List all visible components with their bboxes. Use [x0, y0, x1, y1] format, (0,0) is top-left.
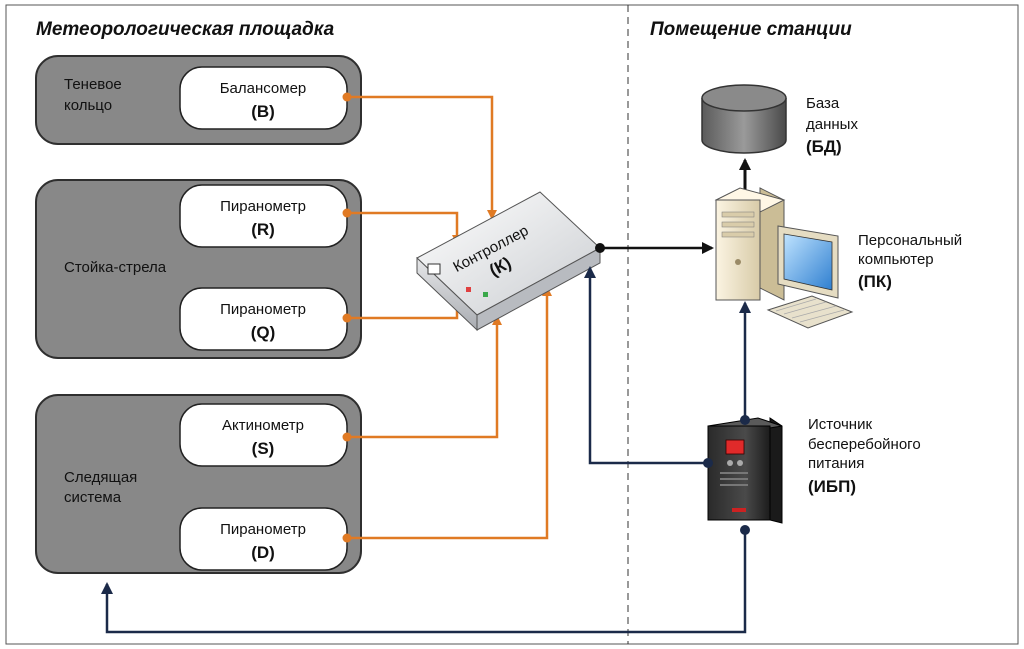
sensor-code: (B) — [251, 102, 275, 121]
pc-label-line2: компьютер — [858, 251, 934, 268]
controller: Контроллер (К) — [416, 191, 601, 332]
ups-label-line2: бесперебойного — [808, 436, 921, 453]
sensor-name: Пиранометр — [220, 198, 306, 215]
controller-led-red — [466, 287, 471, 292]
db-label-line2: данных — [806, 116, 858, 133]
group-label-rack: Стойка-стрела — [64, 259, 167, 276]
controller-side — [476, 247, 601, 331]
sensor-name: Пиранометр — [220, 521, 306, 538]
database-icon — [701, 84, 787, 154]
data-link-controller-pc — [595, 242, 714, 254]
sensor-code: (R) — [251, 220, 275, 239]
sensor-code: (Q) — [251, 323, 276, 342]
sensor-code: (S) — [252, 439, 275, 458]
zone-title-right: Помещение станции — [650, 19, 852, 40]
sensor-R: Пиранометр (R) — [179, 184, 348, 248]
db-label-line1: База — [806, 95, 840, 112]
ups-label-line1: Источник — [808, 416, 872, 433]
link-Q-to-controller — [347, 294, 462, 320]
ups-icon — [707, 417, 783, 524]
power-links — [101, 266, 751, 634]
sensor-links — [347, 95, 552, 540]
outer-frame — [5, 4, 1019, 645]
sensor-name: Актинометр — [222, 417, 304, 434]
controller-led-green — [483, 292, 488, 297]
sensor-code: (D) — [251, 543, 275, 562]
sensor-S: Актинометр (S) — [179, 403, 348, 467]
ups-display — [725, 439, 745, 455]
link-D-to-controller — [347, 286, 552, 540]
sensor-B: Балансомер (B) — [179, 66, 348, 130]
power-link-ups-controller — [584, 266, 708, 465]
sensor-name: Пиранометр — [220, 301, 306, 318]
group-label-shadow-line2: кольцо — [64, 97, 112, 114]
pc-code: (ПК) — [858, 272, 892, 291]
ups-label-line3: питания — [808, 455, 864, 472]
sensor-name: Балансомер — [220, 80, 307, 97]
pc-label-line1: Персональный — [858, 232, 962, 249]
link-B-to-controller — [347, 95, 497, 220]
link-S-to-controller — [347, 315, 502, 439]
group-label-tracker-line2: система — [64, 489, 122, 506]
sensor-link-dots — [342, 92, 352, 543]
sensor-D: Пиранометр (D) — [179, 507, 348, 571]
zone-title-left: Метеорологическая площадка — [36, 19, 335, 40]
power-link-ups-tracker — [101, 530, 747, 634]
sensor-Q: Пиранометр (Q) — [179, 287, 348, 351]
power-link-dots — [703, 415, 750, 535]
pc-screen — [783, 233, 833, 291]
pc-keyboard — [766, 295, 854, 329]
link-R-to-controller — [347, 211, 462, 245]
ups-side — [769, 417, 783, 524]
pc-icon — [714, 187, 854, 329]
group-label-shadow-line1: Теневое — [64, 76, 122, 93]
controller-port — [427, 263, 441, 275]
ups-code: (ИБП) — [808, 477, 856, 496]
group-label-tracker-line1: Следящая — [64, 469, 137, 486]
db-code: (БД) — [806, 137, 842, 156]
